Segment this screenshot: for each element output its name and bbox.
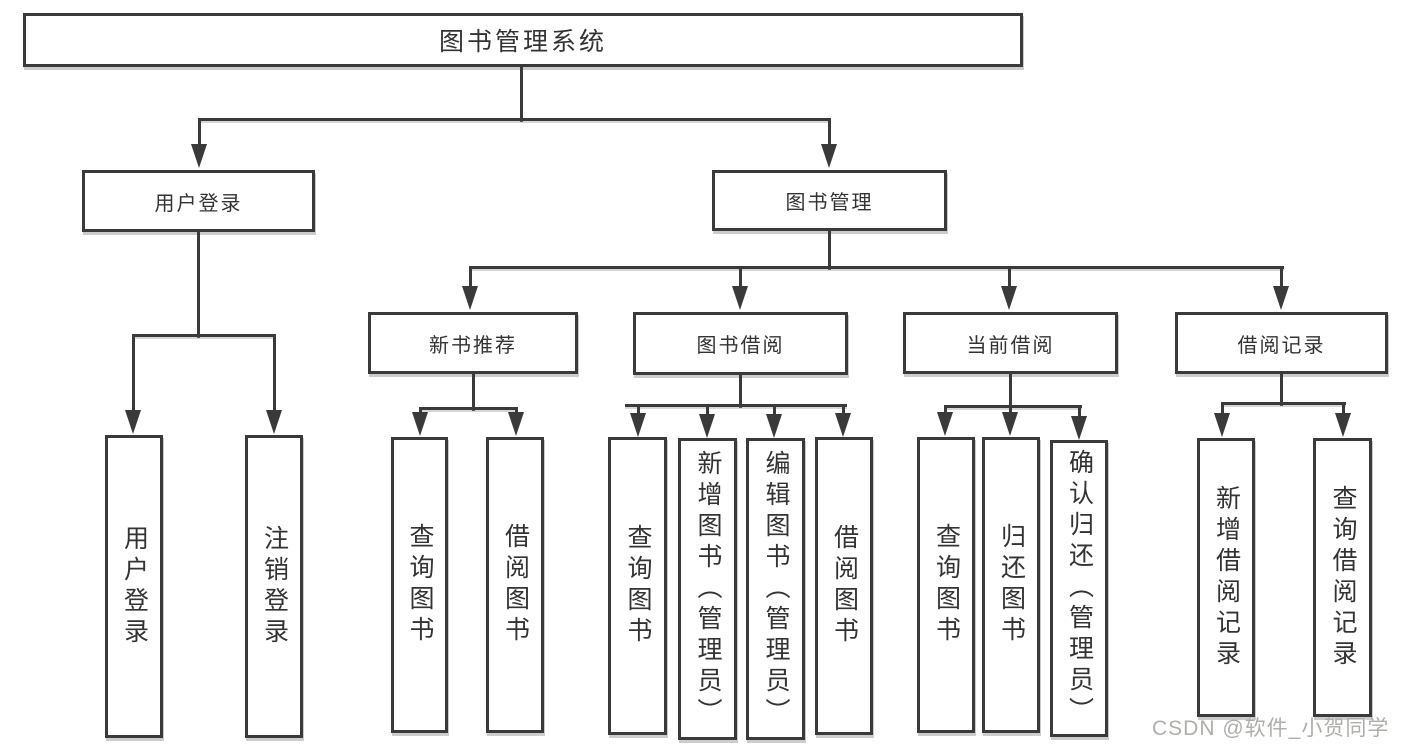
- arrowhead-down-icon: [766, 414, 782, 438]
- leaf-borrow-books-recommend-label: 借阅图书: [501, 523, 530, 647]
- leaf-return-books-label: 归还图书: [997, 523, 1026, 647]
- arrowhead-down-icon: [412, 412, 428, 436]
- connector-arrow-shaft: [468, 267, 472, 288]
- leaf-confirm-return-admin-label: 确认归还（管理员）: [1065, 449, 1094, 728]
- arrowhead-down-icon: [125, 410, 141, 434]
- node-book-management-module-label: 图书管理: [785, 192, 874, 214]
- connector-hline: [624, 403, 847, 407]
- arrowhead-down-icon: [1335, 413, 1351, 437]
- connector-arrow-shaft: [418, 408, 422, 414]
- leaf-query-books-borrowing-label: 查询图书: [624, 524, 652, 648]
- leaf-add-books-admin-label: 新增图书（管理员）: [694, 449, 722, 729]
- connector-hline: [197, 117, 831, 121]
- connector-arrow-shaft: [1077, 406, 1081, 418]
- node-new-book-recommendation: 新书推荐: [368, 312, 578, 374]
- node-library-management-system-label: 图书管理系统: [438, 28, 607, 56]
- node-book-management-module: 图书管理: [712, 170, 947, 231]
- connector-hline: [131, 333, 276, 337]
- leaf-logout-label: 注销登录: [260, 524, 289, 649]
- leaf-return-books: 归还图书: [982, 437, 1040, 733]
- connector-arrow-shaft: [1341, 403, 1345, 415]
- leaf-edit-books-admin-label: 编辑图书（管理员）: [762, 449, 790, 729]
- arrowhead-down-icon: [191, 144, 207, 168]
- connector-arrow-shaft: [514, 408, 518, 414]
- leaf-edit-books-admin: 编辑图书（管理员）: [746, 438, 805, 740]
- leaf-query-books-borrowing: 查询图书: [608, 437, 667, 735]
- arrowhead-down-icon: [1002, 412, 1018, 436]
- leaf-add-borrow-record: 新增借阅记录: [1197, 438, 1255, 717]
- leaf-user-login-label: 用户登录: [120, 524, 149, 649]
- connector-arrow-shaft: [272, 335, 276, 412]
- connector-arrow-shaft: [738, 267, 742, 288]
- connector-arrow-shaft: [772, 405, 776, 416]
- leaf-add-borrow-record-label: 新增借阅记录: [1212, 484, 1241, 671]
- connector-vline: [1008, 374, 1012, 409]
- connector-hline: [943, 404, 1082, 408]
- arrowhead-down-icon: [1214, 413, 1230, 437]
- connector-arrow-shaft: [197, 119, 201, 146]
- connector-vline: [738, 375, 742, 408]
- connector-arrow-shaft: [841, 405, 845, 415]
- arrowhead-down-icon: [1273, 286, 1289, 310]
- node-book-borrowing-label: 图书借阅: [696, 335, 785, 357]
- leaf-query-books-recommend: 查询图书: [391, 437, 448, 733]
- arrowhead-down-icon: [732, 286, 748, 310]
- leaf-borrow-books-recommend: 借阅图书: [486, 437, 544, 733]
- connector-arrow-shaft: [131, 335, 135, 412]
- connector-arrow-shaft: [1220, 403, 1224, 415]
- connector-arrow-shaft: [943, 406, 947, 414]
- connector-arrow-shaft: [1007, 267, 1011, 288]
- connector-hline: [468, 265, 1284, 269]
- connector-arrow-shaft: [1279, 267, 1283, 288]
- arrowhead-down-icon: [1071, 416, 1087, 440]
- arrowhead-down-icon: [937, 412, 953, 436]
- leaf-query-borrow-record-label: 查询借阅记录: [1329, 484, 1357, 671]
- arrowhead-down-icon: [821, 144, 837, 168]
- leaf-query-borrow-record: 查询借阅记录: [1313, 438, 1372, 717]
- leaf-borrow-books-borrowing-label: 借阅图书: [830, 524, 859, 648]
- connector-vline: [519, 67, 523, 122]
- arrowhead-down-icon: [1001, 286, 1017, 310]
- leaf-logout: 注销登录: [245, 435, 303, 738]
- leaf-query-books-recommend-label: 查询图书: [406, 523, 434, 647]
- node-book-borrowing: 图书借阅: [633, 312, 848, 375]
- node-user-login-module: 用户登录: [82, 170, 315, 232]
- arrowhead-down-icon: [462, 286, 478, 310]
- connector-arrow-shaft: [1008, 406, 1012, 414]
- connector-vline: [471, 374, 475, 411]
- watermark: CSDN @软件_小贺同学: [1152, 717, 1390, 740]
- arrowhead-down-icon: [699, 414, 715, 438]
- connector-arrow-shaft: [827, 119, 831, 146]
- node-new-book-recommendation-label: 新书推荐: [429, 334, 517, 357]
- connector-hline: [1220, 401, 1346, 405]
- connector-vline: [1279, 374, 1283, 406]
- node-borrowing-records: 借阅记录: [1175, 312, 1388, 374]
- node-borrowing-records-label: 借阅记录: [1237, 334, 1326, 357]
- leaf-query-books-current-label: 查询图书: [932, 523, 961, 647]
- connector-vline: [196, 232, 200, 338]
- node-current-borrowing-label: 当前借阅: [966, 334, 1055, 357]
- leaf-add-books-admin: 新增图书（管理员）: [678, 438, 737, 740]
- node-library-management-system: 图书管理系统: [23, 13, 1023, 67]
- leaf-borrow-books-borrowing: 借阅图书: [815, 437, 873, 735]
- connector-arrow-shaft: [705, 405, 709, 416]
- arrowhead-down-icon: [508, 412, 524, 436]
- leaf-query-books-current: 查询图书: [917, 437, 975, 733]
- node-current-borrowing: 当前借阅: [903, 312, 1118, 374]
- connector-arrow-shaft: [636, 405, 640, 415]
- arrowhead-down-icon: [266, 410, 282, 434]
- leaf-confirm-return-admin: 确认归还（管理员）: [1050, 440, 1108, 737]
- arrowhead-down-icon: [835, 413, 851, 437]
- connector-vline: [827, 231, 831, 270]
- node-user-login-module-label: 用户登录: [154, 192, 243, 215]
- leaf-user-login: 用户登录: [105, 435, 163, 738]
- connector-hline: [418, 406, 518, 410]
- arrowhead-down-icon: [630, 413, 646, 437]
